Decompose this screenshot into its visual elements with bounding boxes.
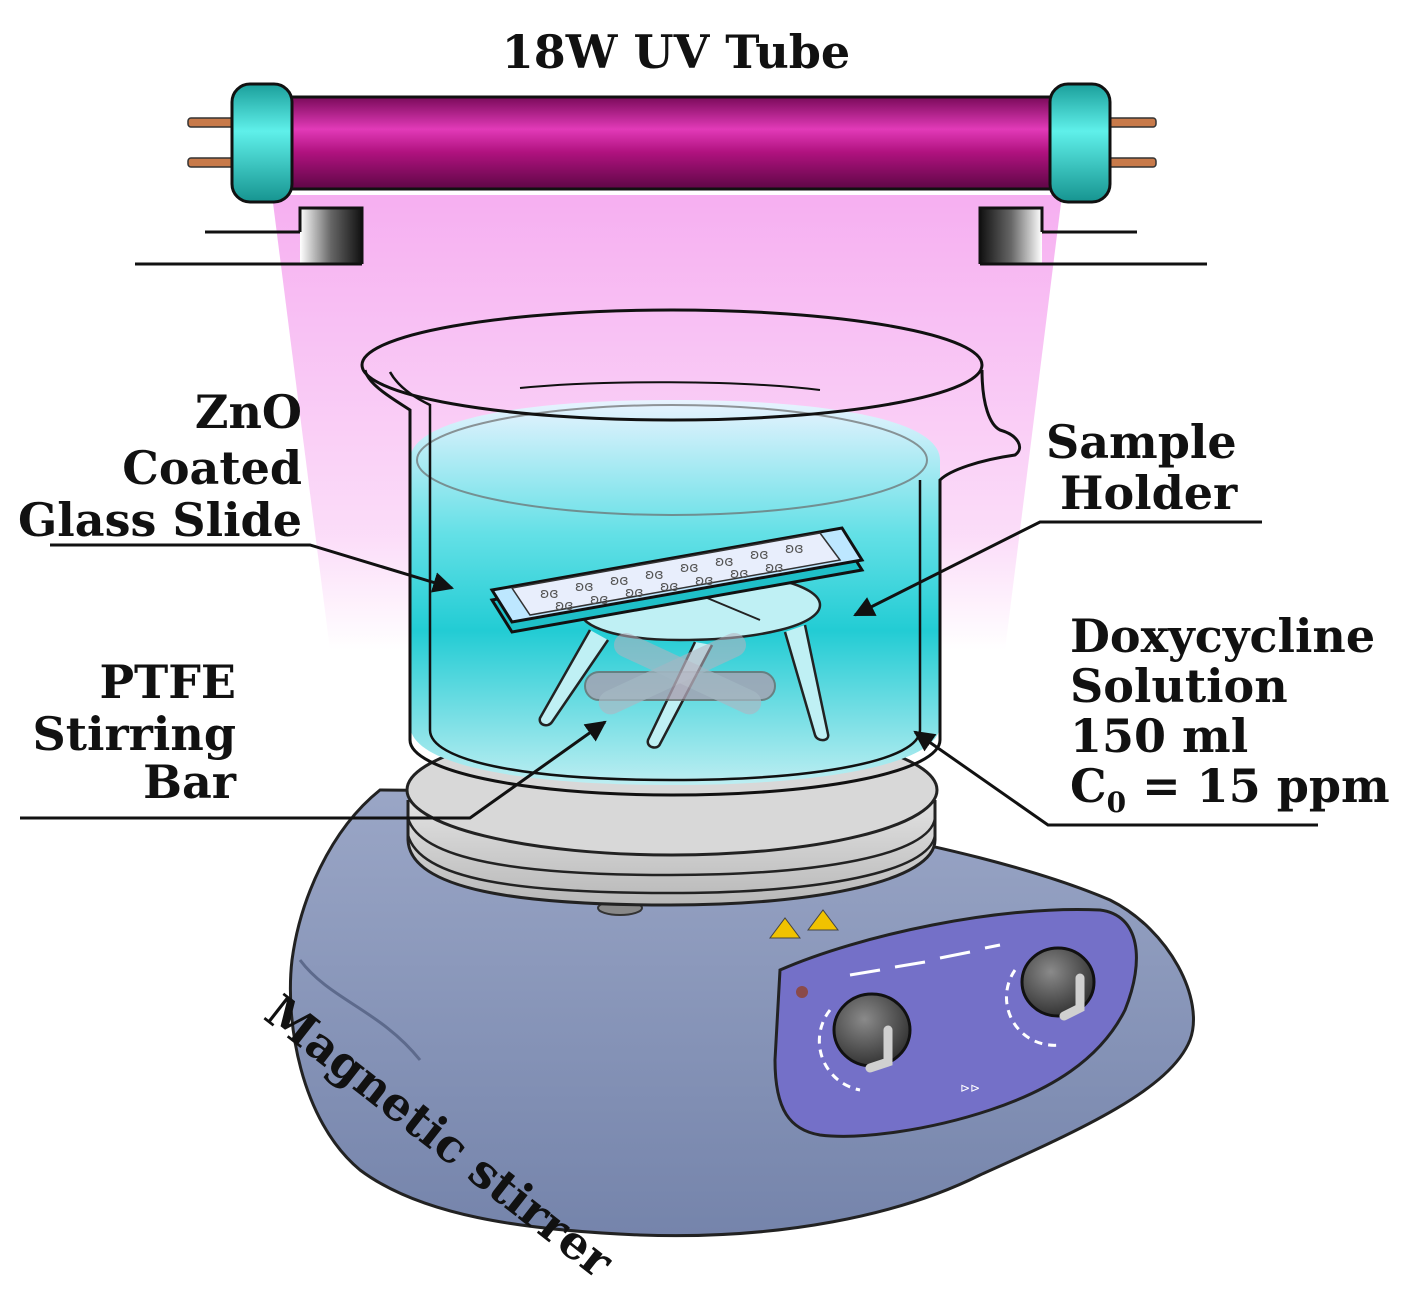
ptfe-stirring-bar	[584, 632, 776, 715]
tube-mount-left	[135, 206, 364, 266]
indicator-triangle-1	[769, 917, 801, 939]
doxycycline-label-line4: C0 = 15 ppm	[1070, 759, 1390, 819]
doxycycline-label-line2: Solution	[1070, 659, 1288, 713]
svg-text:ʚɞ: ʚɞ	[540, 586, 559, 602]
concentration-symbol: C	[1070, 759, 1107, 813]
uv-tube-glass	[274, 95, 1068, 191]
svg-text:ʚɞ: ʚɞ	[575, 579, 594, 595]
uv-tube	[187, 82, 1157, 204]
zno-label-line3: Glass Slide	[18, 493, 302, 547]
zno-label-line1: ZnO	[195, 385, 302, 439]
glass-beaker	[360, 308, 1021, 797]
svg-text:ʚɞ: ʚɞ	[625, 585, 644, 601]
power-led	[796, 986, 808, 998]
sample-holder-label-line2: Holder	[1060, 466, 1238, 520]
svg-text:ʚɞ: ʚɞ	[750, 547, 769, 563]
concentration-value: = 15 ppm	[1126, 759, 1390, 813]
svg-text:ʚɞ: ʚɞ	[610, 573, 629, 589]
svg-text:ʚɞ: ʚɞ	[730, 566, 749, 582]
heat-knob[interactable]	[817, 992, 912, 1092]
ptfe-label-line2: Stirring	[33, 707, 237, 761]
tube-mount-right	[978, 206, 1207, 266]
tube-end-cap-right	[1048, 82, 1112, 204]
sample-holder-label-line1: Sample	[1046, 415, 1237, 469]
stir-knob[interactable]	[1004, 946, 1096, 1047]
svg-text:ʚɞ: ʚɞ	[785, 541, 804, 557]
svg-text:ʚɞ: ʚɞ	[645, 567, 664, 583]
doxycycline-label-line1: Doxycycline	[1070, 609, 1375, 663]
zno-label-line2: Coated	[122, 441, 302, 495]
svg-text:ʚɞ: ʚɞ	[680, 560, 699, 576]
svg-text:ʚɞ: ʚɞ	[590, 592, 609, 608]
doxycycline-label-line3: 150 ml	[1070, 709, 1248, 763]
magnetic-stirrer: ⊳⊳	[288, 788, 1195, 1238]
uv-tube-label: 18W UV Tube	[502, 25, 850, 79]
ptfe-label-line3: Bar	[143, 755, 237, 809]
callouts	[20, 520, 1318, 827]
svg-text:ʚɞ: ʚɞ	[555, 598, 574, 614]
svg-text:ʚɞ: ʚɞ	[765, 560, 784, 576]
svg-text:ʚɞ: ʚɞ	[660, 579, 679, 595]
svg-text:ʚɞ: ʚɞ	[695, 573, 714, 589]
svg-text:ʚɞ: ʚɞ	[715, 554, 734, 570]
svg-text:⊳⊳: ⊳⊳	[960, 1081, 980, 1095]
concentration-subscript: 0	[1107, 786, 1126, 819]
ptfe-label-line1: PTFE	[99, 655, 236, 709]
indicator-triangle-2	[807, 909, 839, 931]
tube-end-cap-left	[230, 82, 294, 204]
